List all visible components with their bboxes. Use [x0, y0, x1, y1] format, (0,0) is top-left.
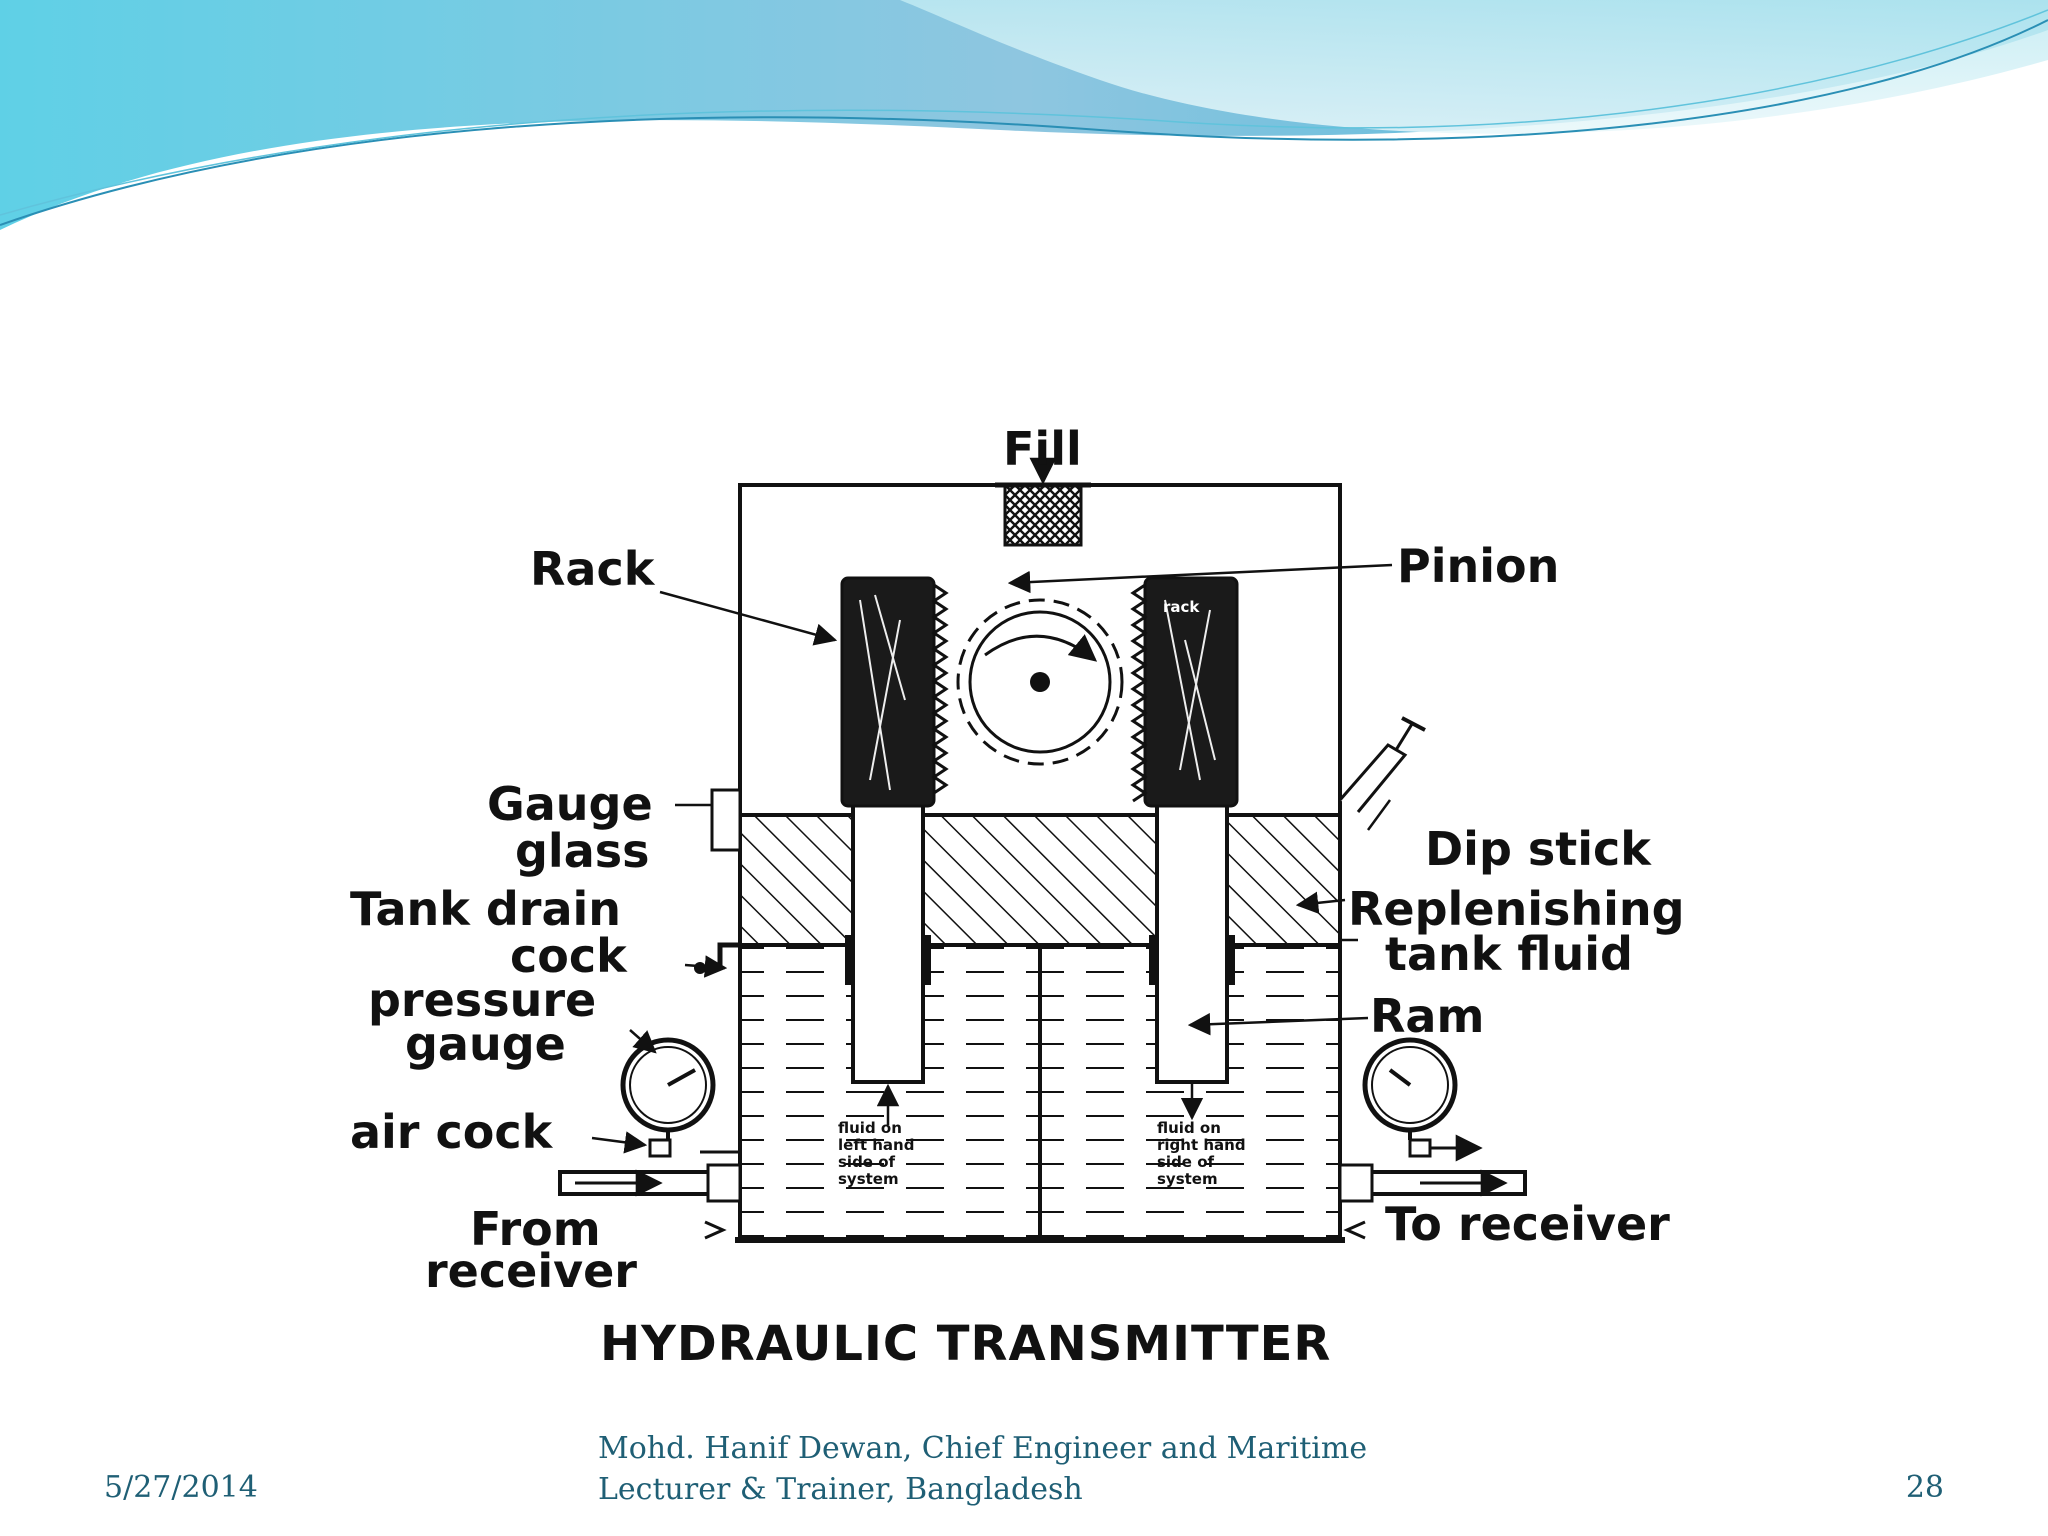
- label-tank-drain-1: Tank drain: [350, 882, 621, 936]
- label-dip-stick: Dip stick: [1425, 822, 1652, 876]
- label-tank-drain-2: cock: [510, 929, 628, 983]
- footer-author-line-1: Mohd. Hanif Dewan, Chief Engineer and Ma…: [598, 1431, 1368, 1466]
- left-fluid-line-1: fluid on: [838, 1119, 902, 1137]
- left-fluid-line-3: side of: [838, 1153, 896, 1171]
- label-pressure-gauge-1: pressure: [368, 973, 596, 1027]
- label-rack-small: rack: [1163, 598, 1200, 616]
- pinion-gear: [956, 598, 1124, 766]
- right-fluid-line-3: side of: [1157, 1153, 1215, 1171]
- left-pressure-gauge: [620, 1037, 716, 1158]
- footer-date: 5/27/2014: [104, 1470, 258, 1505]
- label-ram: Ram: [1370, 989, 1484, 1043]
- gauge-glass: [710, 788, 742, 852]
- label-air-cock: air cock: [350, 1105, 554, 1159]
- outlet-pipe: [1338, 1163, 1527, 1203]
- right-ram: [1155, 798, 1229, 1084]
- label-pinion: Pinion: [1397, 539, 1559, 593]
- label-replenishing-2: tank fluid: [1385, 927, 1633, 981]
- footer-author-line-2: Lecturer & Trainer, Bangladesh: [598, 1472, 1083, 1507]
- label-to-receiver: To receiver: [1385, 1197, 1670, 1251]
- header-wave-decoration: [0, 0, 2048, 230]
- left-ram: [851, 798, 925, 1084]
- label-gauge-glass-1: Gauge: [487, 777, 653, 831]
- label-replenishing-1: Replenishing: [1348, 882, 1685, 936]
- diagram-title: HYDRAULIC TRANSMITTER: [600, 1316, 1331, 1372]
- label-from-receiver-1: From: [470, 1202, 601, 1256]
- inlet-pipe: [558, 1150, 742, 1203]
- replenishing-tank-zone: [738, 813, 1342, 947]
- right-fluid-line-2: right hand: [1157, 1136, 1246, 1154]
- right-pressure-gauge: [1362, 1037, 1483, 1162]
- dip-stick: [1338, 716, 1426, 813]
- left-fluid-line-2: left hand: [838, 1136, 914, 1154]
- right-fluid-line-1: fluid on: [1157, 1119, 1221, 1137]
- label-fill: Fill: [1003, 422, 1082, 476]
- fill-strainer: [1003, 483, 1083, 547]
- footer-author: Mohd. Hanif Dewan, Chief Engineer and Ma…: [598, 1428, 1367, 1510]
- tank-drain-cock: [694, 942, 740, 974]
- label-rack: Rack: [530, 542, 656, 596]
- label-gauge-glass-2: glass: [515, 824, 650, 878]
- footer-page-number: 28: [1905, 1470, 1944, 1505]
- label-from-receiver-2: receiver: [425, 1244, 637, 1298]
- right-fluid-line-4: system: [1157, 1170, 1218, 1188]
- label-pressure-gauge-2: gauge: [405, 1017, 566, 1071]
- right-rack: [1143, 576, 1239, 808]
- left-fluid-line-4: system: [838, 1170, 899, 1188]
